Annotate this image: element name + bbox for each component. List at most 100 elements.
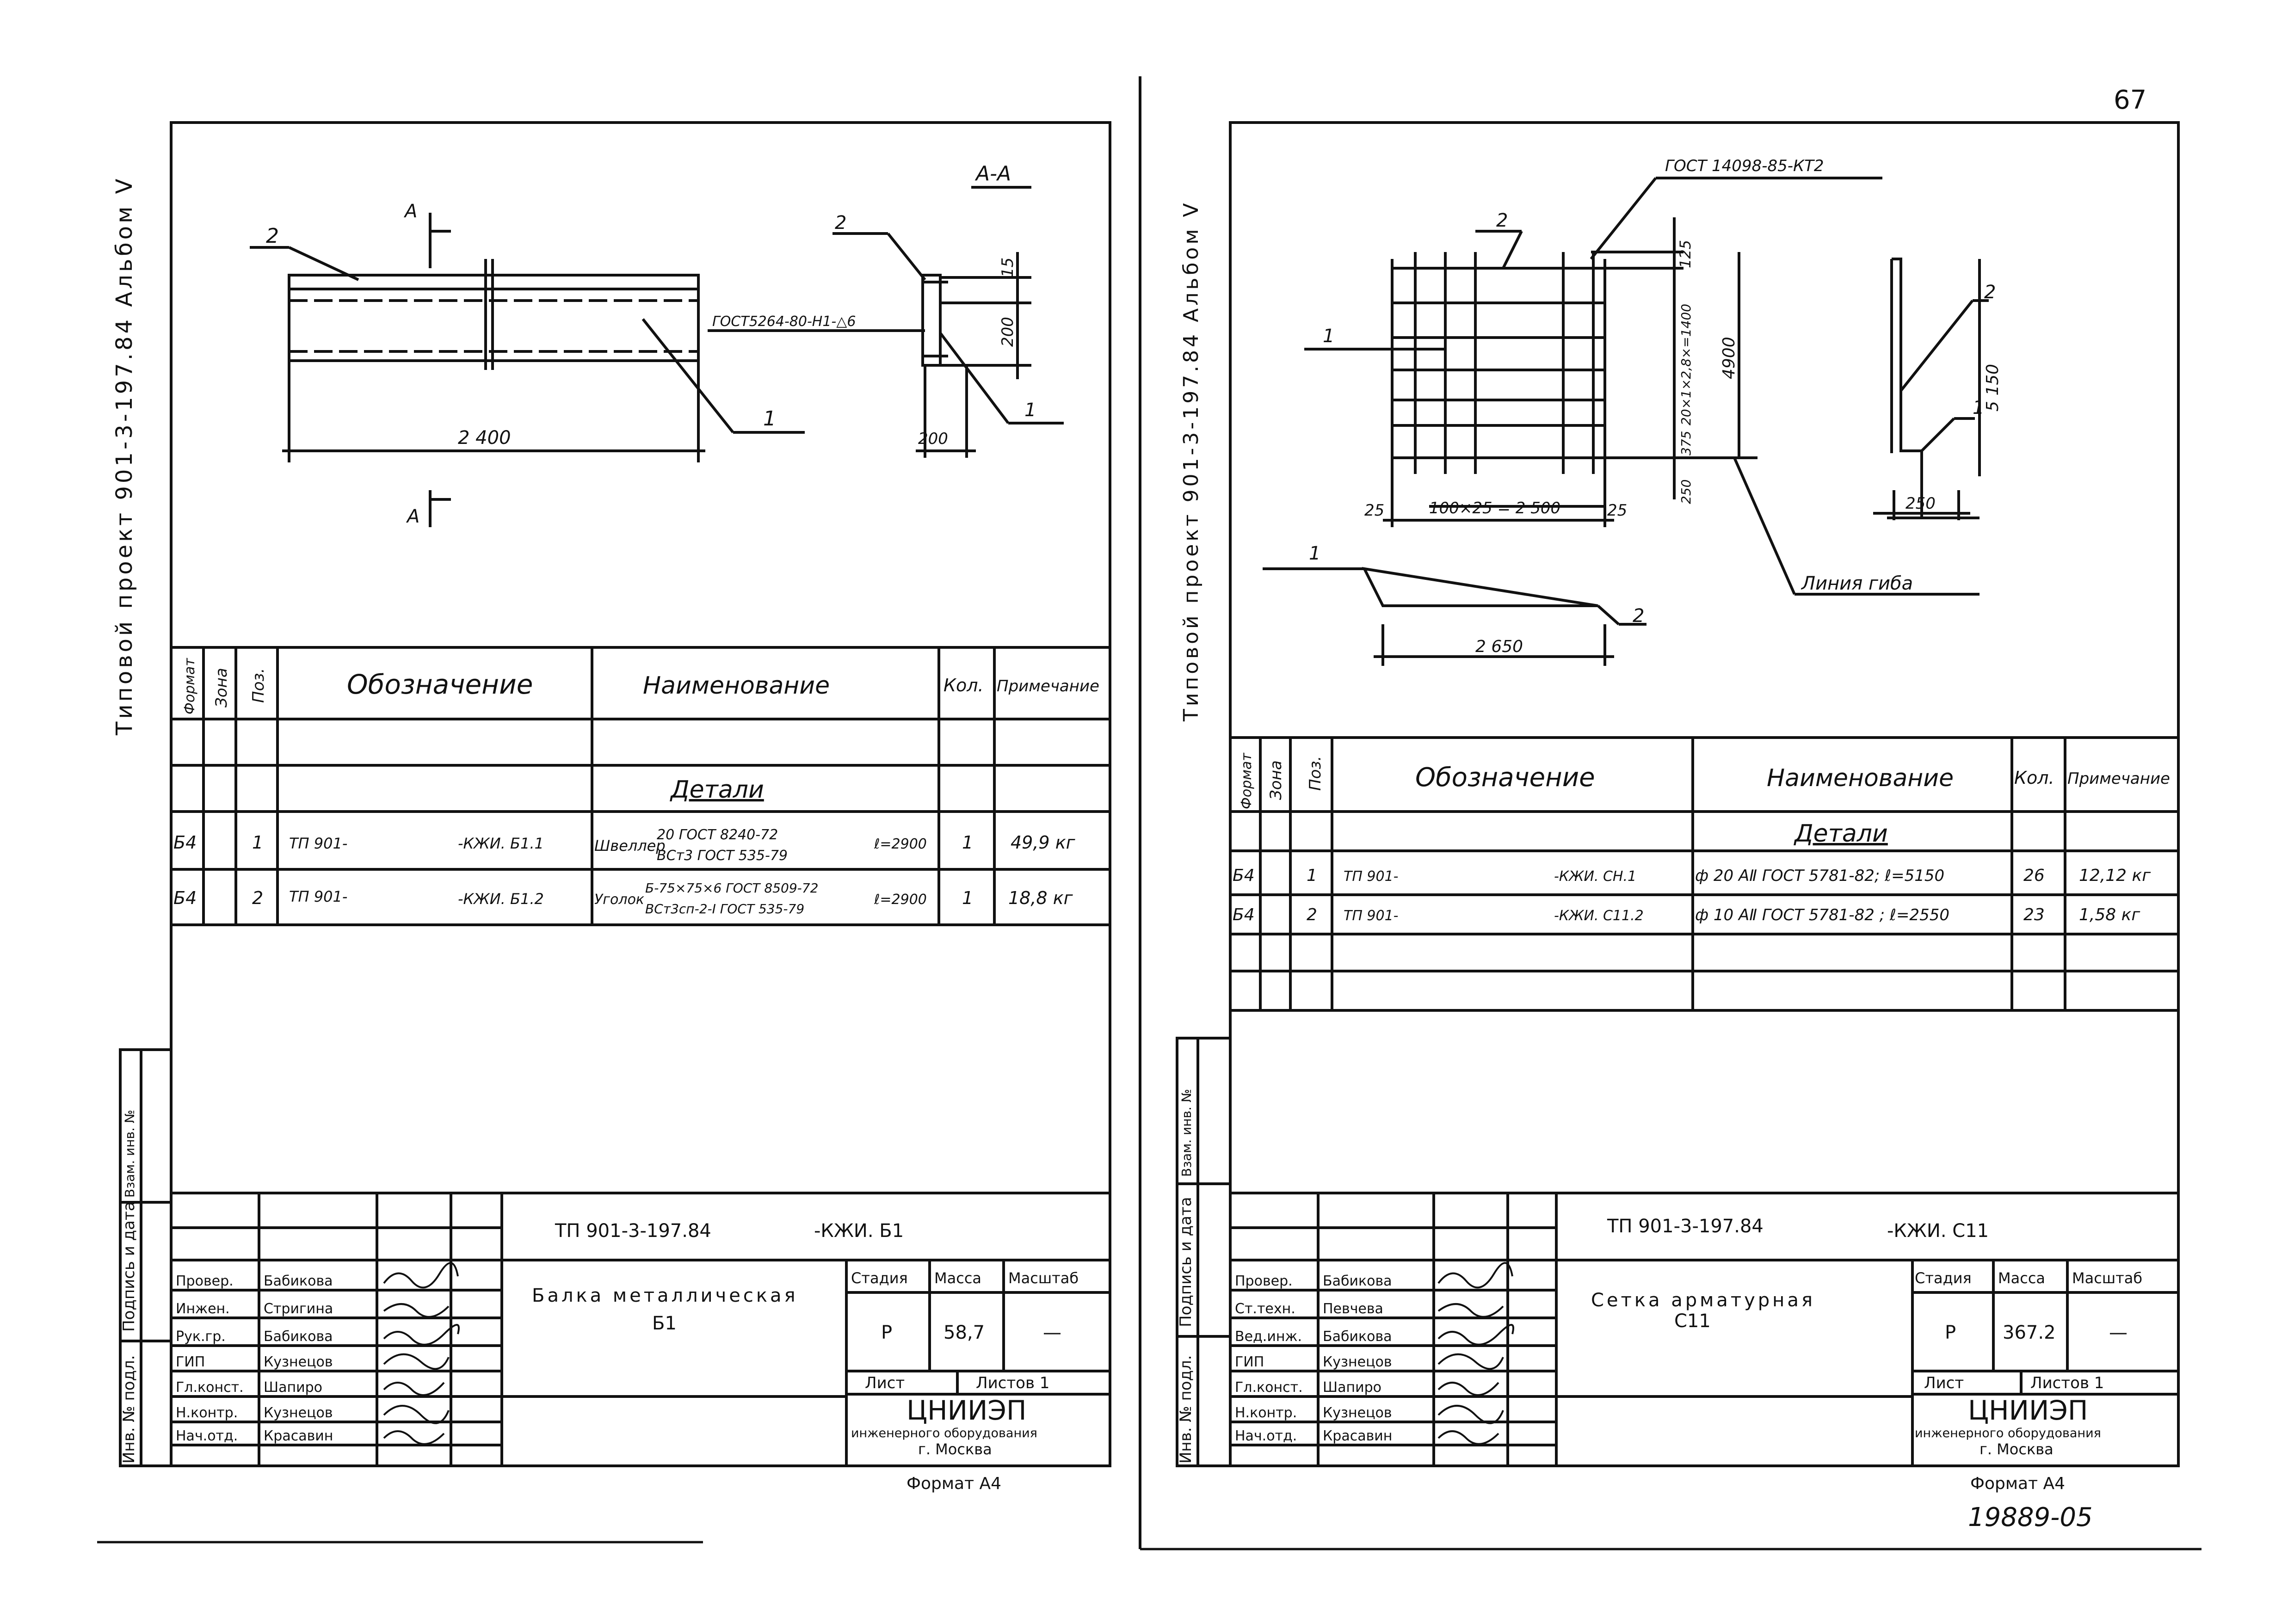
- right-row1-designation-b: -КЖИ. СН.1: [1554, 868, 1636, 885]
- left-role-1: Провер.: [176, 1273, 234, 1289]
- right-name-4: Кузнецов: [1323, 1354, 1392, 1370]
- right-name-5: Шапиро: [1323, 1379, 1381, 1396]
- right-row1-name: ф 20 АⅡ ГОСТ 5781-82; ℓ=5150: [1695, 867, 1944, 885]
- left-tb-code: ТП 901-3-197.84: [555, 1220, 711, 1242]
- left-name-7: Красавин: [264, 1428, 333, 1444]
- right-header-qty: Кол.: [2014, 768, 2054, 788]
- right-role-1: Провер.: [1235, 1273, 1293, 1289]
- right-dim-125: 125: [1677, 240, 1694, 268]
- left-name-5: Шапиро: [264, 1379, 322, 1396]
- right-binding-strip: [1176, 1037, 1232, 1467]
- right-dim-inner: 20×1×2,8×=1400: [1678, 304, 1694, 425]
- left-row2-designation-a: ТП 901-: [289, 888, 347, 905]
- left-binding-strip: [119, 1048, 173, 1467]
- left-tb-org: ЦНИИЭП: [906, 1395, 1027, 1426]
- right-tb-mass-label: Масса: [1998, 1269, 2045, 1287]
- mesh-plan: [1304, 177, 1980, 596]
- right-tb-code-suffix: -КЖИ. С11: [1887, 1220, 1989, 1242]
- right-dim-5150: 5 150: [1983, 364, 2002, 412]
- right-tb-org-2: инженерного оборудования: [1915, 1426, 2101, 1440]
- left-row1-name-bottom: ВСт3 ГОСТ 535-79: [657, 848, 788, 864]
- left-pos-1-label: 1: [763, 407, 776, 431]
- left-row2-qty: 1: [962, 888, 973, 908]
- left-tb-stage-label: Стадия: [851, 1269, 908, 1287]
- left-row2-name-prefix: Уголок: [594, 892, 644, 908]
- left-row1-format: Б4: [173, 832, 197, 853]
- right-tb-title-1: Сетка арматурная: [1591, 1290, 1815, 1311]
- left-header-zone: Зона: [212, 668, 231, 707]
- left-role-5: Гл.конст.: [176, 1379, 244, 1396]
- left-vertical-label: Типовой проект 901-3-197.84 Альбом Ⅴ: [111, 176, 137, 736]
- right-header-name: Наименование: [1767, 764, 1954, 792]
- signatures: [383, 1262, 1514, 1445]
- right-binding-label-2: Подпись и дата: [1177, 1197, 1195, 1327]
- left-pos-2-label: 2: [266, 224, 279, 248]
- left-spec-grid: [171, 646, 1110, 926]
- left-binding-label-3: Взам. инв. №: [122, 1110, 137, 1198]
- left-row2-length: ℓ=2900: [874, 892, 927, 908]
- left-role-4: ГИП: [176, 1354, 205, 1370]
- left-row1-length: ℓ=2900: [874, 836, 927, 852]
- left-header-note: Примечание: [997, 677, 1099, 695]
- right-format-label: Формат А4: [1970, 1474, 2065, 1493]
- right-section-title: Детали: [1794, 820, 1888, 848]
- left-tb-mass-label: Масса: [934, 1269, 981, 1287]
- right-tb-sheets-label: Листов 1: [2030, 1374, 2104, 1392]
- left-dim-length: 2 400: [458, 427, 511, 449]
- right-row2-designation-a: ТП 901-: [1344, 908, 1399, 924]
- right-tb-scale-label: Масштаб: [2072, 1269, 2142, 1287]
- left-dim-200-bottom: 200: [918, 430, 948, 448]
- right-row1-note: 12,12 кг: [2079, 866, 2151, 885]
- right-tb-stage-label: Стадия: [1915, 1269, 1972, 1287]
- cut-mark-bottom: А: [406, 506, 419, 527]
- section-aa-label: А-А: [974, 162, 1011, 185]
- bend-elevation: [1263, 567, 1646, 666]
- left-format-label: Формат А4: [906, 1474, 1001, 1493]
- right-tb-stage: Р: [1945, 1322, 1956, 1343]
- left-tb-sheets-label: Листов 1: [976, 1374, 1049, 1392]
- left-frame: [170, 121, 1111, 1467]
- right-pos-1-bend: 1: [1309, 543, 1320, 564]
- left-tb-org-2: инженерного оборудования: [851, 1426, 1037, 1440]
- right-header-zone: Зона: [1267, 760, 1285, 800]
- left-aa-pos-1: 1: [1024, 400, 1036, 421]
- left-binding-label-2: Подпись и дата: [120, 1201, 138, 1332]
- left-name-4: Кузнецов: [264, 1354, 333, 1370]
- left-texts: Типовой проект 901-3-197.84 Альбом Ⅴ Инв…: [111, 162, 1099, 1493]
- right-header-pos: Поз.: [1306, 756, 1325, 791]
- right-dim-2650: 2 650: [1475, 637, 1523, 656]
- right-tb-org: ЦНИИЭП: [1968, 1395, 2088, 1426]
- left-tb-org-3: г. Москва: [918, 1440, 992, 1458]
- right-dim-25-left: 25: [1364, 501, 1384, 520]
- left-row1-designation-b: -КЖИ. Б1.1: [458, 835, 544, 852]
- left-tb-scale-label: Масштаб: [1008, 1269, 1079, 1287]
- right-tb-mass: 367.2: [2003, 1322, 2056, 1343]
- left-row2-format: Б4: [173, 888, 197, 908]
- right-tb-title-2: С11: [1674, 1310, 1711, 1332]
- right-binding-label-3: Взам. инв. №: [1179, 1089, 1194, 1177]
- left-header-format: Формат: [182, 658, 198, 714]
- right-tb-scale: —: [2109, 1322, 2128, 1343]
- left-title-block-grid: [171, 1192, 1110, 1466]
- left-row2-note: 18,8 кг: [1008, 888, 1073, 908]
- right-row2-note: 1,58 кг: [2079, 905, 2140, 924]
- left-role-7: Нач.отд.: [176, 1428, 238, 1444]
- left-dim-200: 200: [999, 317, 1017, 347]
- right-name-3: Бабикова: [1323, 1329, 1392, 1345]
- right-header-designation: Обозначение: [1415, 763, 1595, 793]
- left-role-6: Н.контр.: [176, 1405, 238, 1421]
- right-row2-name: ф 10 АⅡ ГОСТ 5781-82 ; ℓ=2550: [1695, 906, 1949, 924]
- left-name-6: Кузнецов: [264, 1405, 333, 1421]
- left-header-designation: Обозначение: [347, 669, 533, 700]
- left-role-2: Инжен.: [176, 1301, 230, 1317]
- right-name-6: Кузнецов: [1323, 1405, 1392, 1421]
- left-row1-qty: 1: [962, 832, 973, 853]
- right-role-7: Нач.отд.: [1235, 1428, 1297, 1444]
- right-role-4: ГИП: [1235, 1354, 1264, 1370]
- right-binding-label-1: Инв. № подл.: [1177, 1355, 1195, 1464]
- right-name-2: Певчева: [1323, 1301, 1383, 1317]
- right-row1-qty: 26: [2023, 866, 2045, 885]
- right-dim-250: 250: [1678, 480, 1694, 504]
- right-role-5: Гл.конст.: [1235, 1379, 1303, 1396]
- right-role-6: Н.контр.: [1235, 1405, 1297, 1421]
